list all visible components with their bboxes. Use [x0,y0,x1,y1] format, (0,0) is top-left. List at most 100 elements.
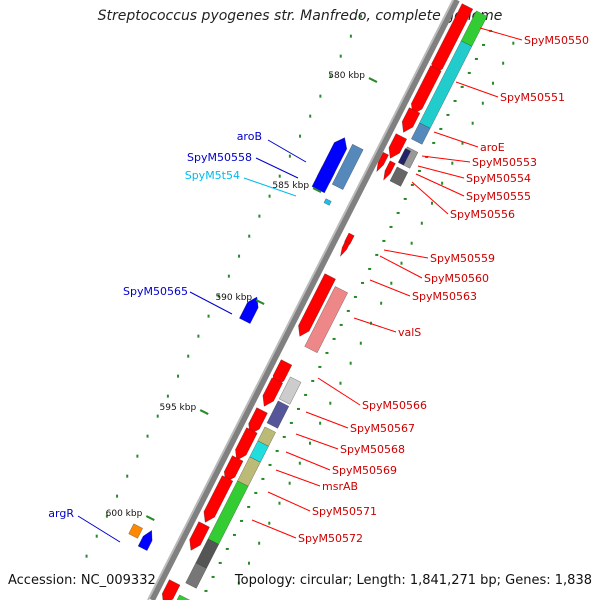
gene-aroE [401,107,421,133]
tick-dot-middle [439,127,443,130]
label-leader-lines [77,27,523,543]
tick-dot-inner [360,14,363,18]
kbp-label: 585 kbp [272,181,309,191]
gene-SpyM50571 [203,475,234,523]
tick-dot-inner [156,414,159,418]
tick-dot-inner [126,474,129,478]
tick-dot-outer [339,381,342,385]
tick-dot-outer [268,521,271,525]
tick-dot-inner [278,174,281,178]
kbp-label: 595 kbp [160,403,197,413]
tick-dot-outer [481,101,484,105]
tick-dot-middle [304,393,308,396]
gene-label-right: SpyM50551 [500,91,565,104]
gene-SpyM50569 [235,427,258,461]
tick-dot-middle [460,85,464,88]
leader-line-right [251,519,297,539]
gene-aroB-2 [311,166,335,194]
tick-dot-inner [85,554,88,558]
tick-dot-outer [349,361,352,365]
gene-label-right: SpyM50563 [412,290,477,303]
tick-dot-outer [430,201,433,205]
gene-label-right: SpyM50550 [524,34,589,47]
tick-dot-outer [461,141,464,145]
tick-dot-middle [353,295,357,298]
tick-dot-middle [318,365,322,368]
tick-dot-outer [278,501,281,505]
tick-dot-middle [275,449,279,452]
tick-dot-middle [240,519,244,522]
leader-line-right [369,279,411,297]
tick-dot-middle [232,533,236,536]
tick-dot-inner [146,434,149,438]
tick-dot-inner [105,514,108,518]
tick-dot-outer [420,221,423,225]
tick-dot-outer [288,481,291,485]
tick-dot-middle [389,225,393,228]
accession-text: Accession: NC_009332 [8,573,156,588]
gene-label-left: SpyM5t54 [185,169,240,182]
tick-dot-middle [339,323,343,326]
leader-line-right [317,377,361,406]
outer-tick-dots [85,14,515,592]
tick-dot-inner [227,274,230,278]
gene-label-left: SpyM50558 [187,151,252,164]
tick-dot-outer [471,121,474,125]
topology-text: Topology: circular; Length: 1,841,271 bp… [234,573,592,588]
gene-SpyM50554 [376,152,389,173]
tick-dot-inner [217,294,220,298]
leader-line-left [243,177,297,197]
gene-label-right: SpyM50567 [350,422,415,435]
tick-dot-outer [380,301,383,305]
kbp-tick [145,515,155,521]
leader-line-right [379,255,423,279]
gene-label-right: SpyM50554 [466,172,531,185]
cog-green-block-3 [176,594,190,600]
leader-line-left [255,157,299,179]
tick-dot-middle [261,477,265,480]
tick-dot-inner [166,394,169,398]
tick-dot-middle [204,589,208,592]
tick-dot-outer [308,441,311,445]
gene-SpyM50560 [340,241,350,257]
tick-dot-middle [368,267,372,270]
kbp-tick [368,77,378,83]
gene-argR [137,530,153,551]
kbp-label: 590 kbp [215,293,252,303]
tick-dot-middle [225,547,229,550]
cog-gray-block-2 [185,562,207,589]
tick-dot-inner [299,134,302,138]
cog-darkgray-block [389,166,408,187]
tick-dot-middle [482,43,486,46]
gene-label-right: SpyM50559 [430,252,495,265]
tick-dot-inner [268,194,271,198]
leader-line-right [295,433,339,450]
cog-steel-block [411,122,431,145]
tick-dot-middle [417,169,421,172]
tick-dot-middle [211,575,215,578]
gene-label-right: SpyM50566 [362,399,427,412]
tick-dot-outer [329,401,332,405]
kbp-tick [312,187,322,193]
gene-SpyM50567 [262,377,283,407]
leader-line-right [415,173,465,197]
leader-line-right [417,165,465,179]
tick-dot-middle [289,421,293,424]
gene-SpyM50553 [388,133,407,159]
tick-dot-middle [332,337,336,340]
tick-dot-middle [396,211,400,214]
gene-label-right: SpyM50569 [332,464,397,477]
gene-SpyM50572 [189,521,210,551]
tick-dot-inner [248,234,251,238]
gene-label-right: SpyM50560 [424,272,489,285]
leader-line-right [275,469,321,487]
tick-dot-outer [491,81,494,85]
cog-purple-block [266,400,290,429]
tick-dot-middle [403,197,407,200]
map-title: Streptococcus pyogenes str. Manfredo, co… [97,8,503,24]
tick-dot-middle [474,57,478,60]
tick-dot-middle [282,435,286,438]
kbp-label: 600 kbp [106,509,143,519]
